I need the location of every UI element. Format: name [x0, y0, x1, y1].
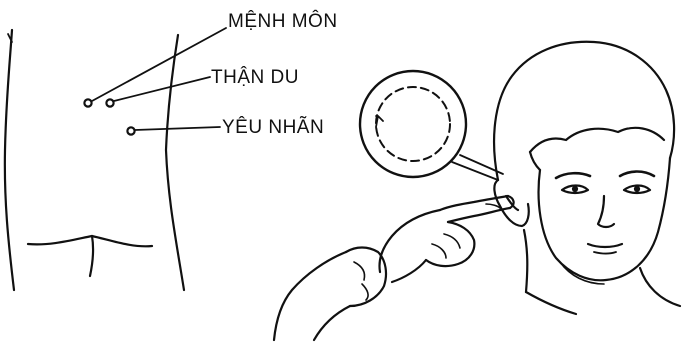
acupoint-marker-yeu-nhan — [127, 127, 134, 134]
head-illustration — [494, 42, 680, 314]
massage-direction-circle — [360, 71, 503, 180]
leader-lines — [92, 28, 226, 130]
label-yeu-nhan: YÊU NHÃN — [222, 118, 324, 137]
acupoint-marker-than-du — [106, 99, 113, 106]
label-menh-mon: MỆNH MÔN — [228, 12, 338, 31]
acupoint-marker-menh-mon — [84, 99, 91, 106]
back-torso-illustration — [5, 30, 184, 290]
acupoint-markers — [84, 99, 134, 134]
label-than-du: THẬN DU — [211, 68, 299, 87]
hand-illustration — [274, 196, 514, 340]
